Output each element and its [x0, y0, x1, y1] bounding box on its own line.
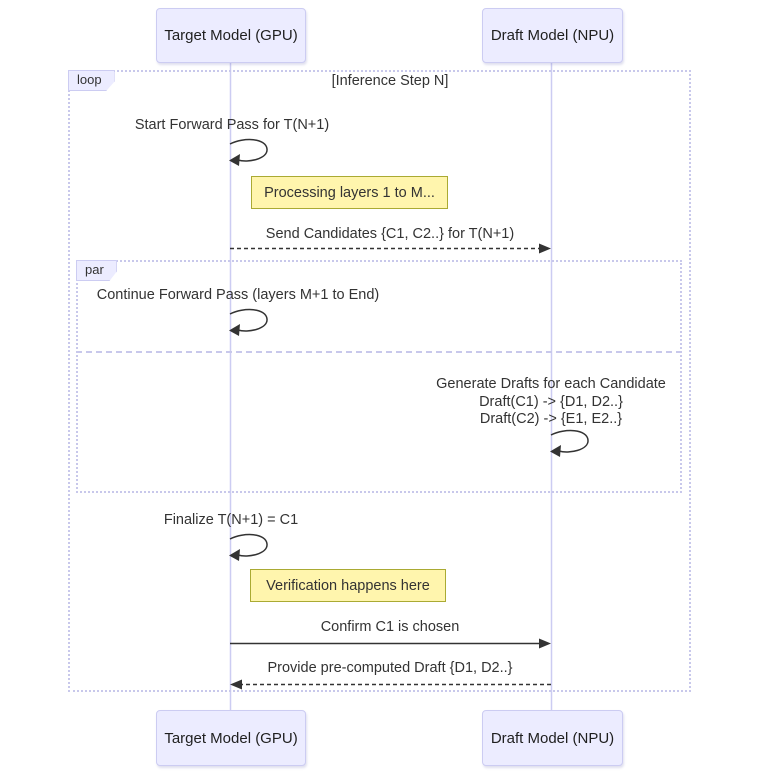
actor-draft-model-bottom: Draft Model (NPU): [482, 710, 623, 766]
actor-label: Draft Model (NPU): [490, 729, 615, 747]
message-generate-drafts: Generate Drafts for each Candidate Draft…: [436, 376, 666, 429]
message-finalize-token: Finalize T(N+1) = C1: [163, 512, 299, 528]
par-frame-label: par: [76, 260, 117, 281]
note-verification: Verification happens here: [250, 569, 446, 602]
note-processing-layers: Processing layers 1 to M...: [251, 176, 448, 209]
message-line: Draft(C1) -> {D1, D2..}: [479, 393, 623, 410]
message-continue-forward-pass: Continue Forward Pass (layers M+1 to End…: [96, 287, 380, 303]
message-send-candidates: Send Candidates {C1, C2..} for T(N+1): [265, 226, 515, 242]
par-frame: [76, 260, 682, 493]
note-text: Verification happens here: [266, 577, 430, 594]
actor-target-model-top: Target Model (GPU): [156, 8, 306, 63]
actor-label: Target Model (GPU): [164, 729, 298, 747]
message-start-forward-pass: Start Forward Pass for T(N+1): [134, 117, 330, 133]
actor-draft-model-top: Draft Model (NPU): [482, 8, 623, 63]
message-provide-draft: Provide pre-computed Draft {D1, D2..}: [267, 660, 513, 676]
loop-frame-label: loop: [68, 70, 115, 91]
loop-frame: [68, 70, 691, 692]
actor-label: Target Model (GPU): [164, 27, 298, 44]
loop-condition-label: [Inference Step N]: [331, 73, 449, 89]
actor-label: Draft Model (NPU): [490, 27, 615, 44]
par-section-divider: [76, 351, 682, 353]
actor-target-model-bottom: Target Model (GPU): [156, 710, 306, 766]
message-confirm-chosen: Confirm C1 is chosen: [320, 619, 460, 635]
note-text: Processing layers 1 to M...: [264, 184, 435, 201]
message-line: Draft(C2) -> {E1, E2..}: [479, 411, 623, 427]
message-line: Generate Drafts for each Candidate: [436, 376, 666, 392]
